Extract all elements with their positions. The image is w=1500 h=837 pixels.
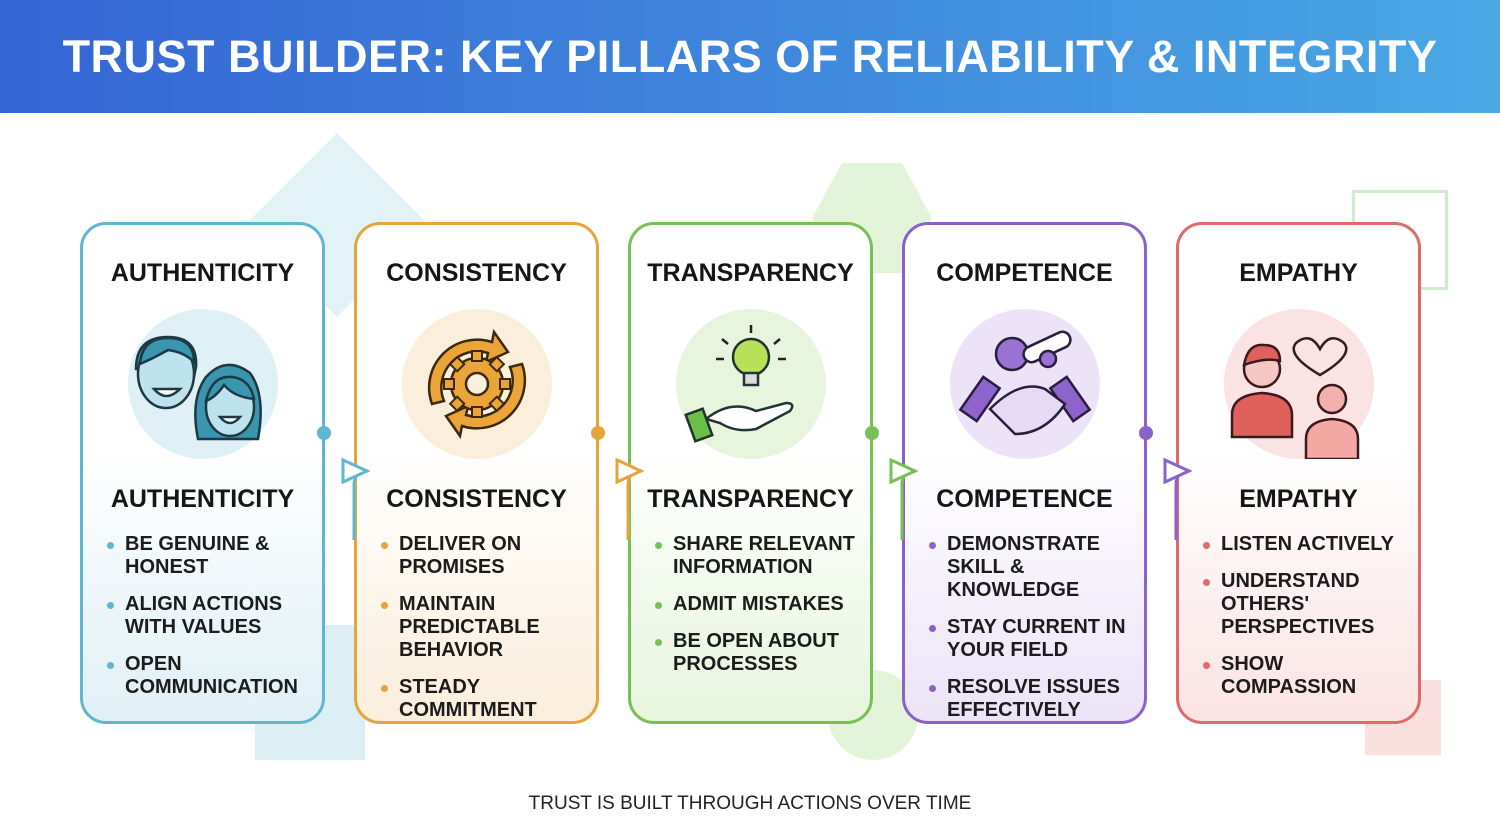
bullet-dot-icon [107, 602, 114, 609]
pillar-subtitle: CONSISTENCY [386, 485, 567, 513]
bullet-item: STEADY COMMITMENT [381, 676, 586, 722]
bullet-text: DELIVER ON PROMISES [399, 533, 522, 578]
pillar-bullet-list: SHARE RELEVANT INFORMATION ADMIT MISTAKES… [655, 533, 860, 690]
pillar-card-transparency: TRANSPARENCY TRANSPARENCY SHARE RELEVANT… [628, 222, 873, 724]
bullet-item: SHOW COMPASSION [1203, 653, 1408, 699]
bullet-text: SHOW COMPASSION [1221, 653, 1357, 698]
bullet-text: OPEN COMMUNICATION [125, 653, 298, 698]
bullet-text: BE OPEN ABOUT PROCESSES [673, 630, 839, 675]
bullet-dot-icon [929, 542, 936, 549]
pillar-card-consistency: CONSISTENCY CONSISTENCY DELIVER ON PROMI… [354, 222, 599, 724]
bullet-text: ALIGN ACTIONS WITH VALUES [125, 593, 283, 638]
page-header: TRUST BUILDER: KEY PILLARS OF RELIABILIT… [0, 0, 1500, 113]
pillar-title: EMPATHY [1239, 259, 1358, 287]
people-heart-icon [1224, 309, 1374, 459]
bullet-item: OPEN COMMUNICATION [107, 653, 312, 699]
bullet-text: BE GENUINE & HONEST [125, 533, 270, 578]
pillar-card-empathy: EMPATHY EMPATHY LISTEN ACTIVELY UNDERSTAN… [1176, 222, 1421, 724]
bullet-item: LISTEN ACTIVELY [1203, 533, 1408, 556]
bullet-text: STAY CURRENT IN YOUR FIELD [947, 616, 1126, 661]
gear-cycle-icon [402, 309, 552, 459]
bullet-item: STAY CURRENT IN YOUR FIELD [929, 616, 1134, 662]
pillar-subtitle: COMPETENCE [936, 485, 1113, 513]
bullet-text: RESOLVE ISSUES EFFECTIVELY [947, 676, 1121, 721]
bullet-dot-icon [381, 602, 388, 609]
bullet-item: BE GENUINE & HONEST [107, 533, 312, 579]
bullet-item: UNDERSTAND OTHERS' PERSPECTIVES [1203, 570, 1408, 639]
bullet-dot-icon [929, 625, 936, 632]
pillar-title: CONSISTENCY [386, 259, 567, 287]
bullet-dot-icon [1203, 579, 1210, 586]
pillar-bullet-list: LISTEN ACTIVELY UNDERSTAND OTHERS' PERSPE… [1203, 533, 1408, 713]
bullet-item: MAINTAIN PREDICTABLE BEHAVIOR [381, 593, 586, 662]
bullet-text: UNDERSTAND OTHERS' PERSPECTIVES [1221, 570, 1375, 638]
bullet-item: ALIGN ACTIONS WITH VALUES [107, 593, 312, 639]
pillar-subtitle: TRANSPARENCY [647, 485, 854, 513]
bullet-dot-icon [655, 602, 662, 609]
pillar-bullet-list: DELIVER ON PROMISES MAINTAIN PREDICTABLE … [381, 533, 586, 736]
pillar-subtitle: AUTHENTICITY [110, 485, 295, 513]
lightbulb-hand-icon [676, 309, 826, 459]
two-smiling-faces-icon [128, 309, 278, 459]
bullet-dot-icon [381, 685, 388, 692]
bullet-item: BE OPEN ABOUT PROCESSES [655, 630, 860, 676]
bullet-text: SHARE RELEVANT INFORMATION [673, 533, 855, 578]
pillar-subtitle: EMPATHY [1239, 485, 1358, 513]
pillar-title: TRANSPARENCY [647, 259, 854, 287]
footer-tagline: TRUST IS BUILT THROUGH ACTIONS OVER TIME [528, 793, 972, 814]
bullet-text: MAINTAIN PREDICTABLE BEHAVIOR [399, 593, 540, 661]
bullet-item: SHARE RELEVANT INFORMATION [655, 533, 860, 579]
pillar-bullet-list: BE GENUINE & HONEST ALIGN ACTIONS WITH VA… [107, 533, 312, 713]
page-title: TRUST BUILDER: KEY PILLARS OF RELIABILIT… [62, 30, 1438, 82]
bullet-dot-icon [655, 542, 662, 549]
bullet-dot-icon [1203, 542, 1210, 549]
pillar-title: COMPETENCE [936, 259, 1113, 287]
bullet-dot-icon [655, 639, 662, 646]
bullet-dot-icon [929, 685, 936, 692]
bullet-item: RESOLVE ISSUES EFFECTIVELY [929, 676, 1134, 722]
bullet-item: DELIVER ON PROMISES [381, 533, 586, 579]
pillar-card-authenticity: AUTHENTICITY AUTHENTICITY BE GENUINE & H… [80, 222, 325, 724]
bullet-dot-icon [381, 542, 388, 549]
bullet-item: ADMIT MISTAKES [655, 593, 860, 616]
bullet-text: DEMONSTRATE SKILL & KNOWLEDGE [947, 533, 1100, 601]
pillar-title: AUTHENTICITY [110, 259, 295, 287]
pillar-card-competence: COMPETENCE COMPETENCE DEMONSTRATE SKILL … [902, 222, 1147, 724]
bullet-item: DEMONSTRATE SKILL & KNOWLEDGE [929, 533, 1134, 602]
bullet-dot-icon [107, 542, 114, 549]
bullet-text: STEADY COMMITMENT [399, 676, 537, 721]
bullet-dot-icon [1203, 662, 1210, 669]
pillar-bullet-list: DEMONSTRATE SKILL & KNOWLEDGE STAY CURREN… [929, 533, 1134, 736]
bullet-text: ADMIT MISTAKES [673, 593, 844, 615]
bullet-dot-icon [107, 662, 114, 669]
bullet-text: LISTEN ACTIVELY [1221, 533, 1394, 555]
handshake-certificate-icon [950, 309, 1100, 459]
